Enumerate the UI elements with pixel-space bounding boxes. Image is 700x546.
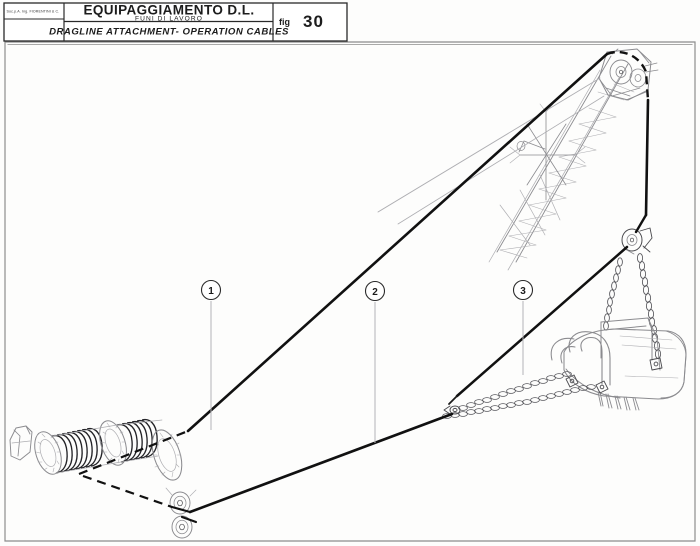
bucket-chain-lugs (565, 374, 609, 394)
upper-drag-chain (458, 371, 572, 411)
callout-1-label: 1 (208, 286, 214, 297)
drag-rope-hidden-segment (82, 474, 173, 509)
figure-number: 30 (303, 12, 324, 31)
cable-hoist-rope (78, 50, 650, 476)
figure-label: fig (279, 17, 290, 27)
flange-a-bolts (35, 433, 61, 473)
hoist-rope-hidden-segment (78, 429, 189, 476)
dragline-bucket (550, 317, 687, 411)
callout-3-label: 3 (520, 286, 526, 297)
chain-shackle (443, 405, 461, 415)
boom-point-head (598, 48, 659, 101)
callout-2-label: 2 (372, 287, 378, 298)
boom-guy-pendant (377, 77, 605, 225)
callout-3[interactable]: 3 (512, 279, 534, 301)
bucket-teeth (597, 391, 640, 411)
fairlead-sheaves (165, 487, 197, 539)
callout-1-circle[interactable] (200, 279, 222, 301)
bucket-rear-lug (649, 357, 663, 371)
callout-leaders (210, 301, 524, 443)
lattice-boom (488, 55, 629, 271)
title-block-description: DRAGLINE ATTACHMENT- OPERATION CABLES (49, 27, 289, 38)
title-block: Soc.p.A. Ing. FIORENTINI & C. EQUIPAGGIA… (3, 2, 348, 42)
drum-2-rope-wraps (116, 418, 158, 463)
hoist-rope-sheave-wrap (606, 50, 650, 101)
callout-3-circle[interactable] (512, 279, 534, 301)
callout-1[interactable]: 1 (200, 279, 222, 301)
sheave-second-chain (603, 257, 623, 331)
boom-foot-frame (516, 140, 546, 153)
cable-drag-rope (82, 412, 454, 524)
callout-2[interactable]: 2 (364, 280, 386, 302)
double-drum-winch (9, 418, 183, 481)
title-block-main-title: EQUIPAGGIAMENTO D.L. (83, 3, 254, 18)
drag-chains (442, 371, 596, 419)
company-name: Soc.p.A. Ing. FIORENTINI & C. (7, 10, 60, 14)
title-block-subtitle: FUNI DI LAVORO (135, 15, 203, 22)
drum-1-rope-wraps (51, 427, 103, 474)
cable-dump-rope (448, 245, 629, 405)
lower-drag-chain (442, 384, 596, 419)
sheet-border-frame (4, 41, 696, 542)
callout-2-circle[interactable] (364, 280, 386, 302)
